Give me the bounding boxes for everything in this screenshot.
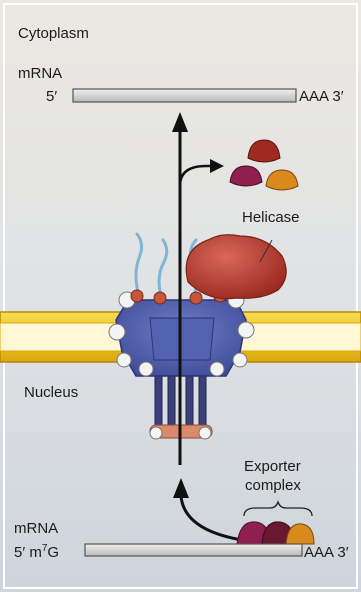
three-prime-top-label: AAA 3′	[299, 88, 344, 105]
mrna-top-bar	[73, 89, 296, 102]
mrna-bottom-label: mRNA	[14, 520, 58, 537]
helicase-label: Helicase	[242, 209, 300, 226]
five-prime-top-label: 5′	[46, 88, 57, 105]
five-prime-cap-text: 5′ m	[14, 544, 42, 561]
mrna-top-label: mRNA	[18, 65, 62, 82]
five-prime-cap-label: 5′ m7G	[14, 543, 59, 561]
three-prime-bottom-label: AAA 3′	[304, 544, 349, 561]
mrna-bottom-bar	[85, 544, 302, 556]
exporter-complex	[237, 522, 314, 544]
cap-g: G	[47, 544, 59, 561]
exporter-label-line2: complex	[245, 477, 301, 494]
cytoplasm-label: Cytoplasm	[18, 25, 89, 42]
nucleus-label: Nucleus	[24, 384, 78, 401]
exporter-label-line1: Exporter	[244, 458, 301, 475]
